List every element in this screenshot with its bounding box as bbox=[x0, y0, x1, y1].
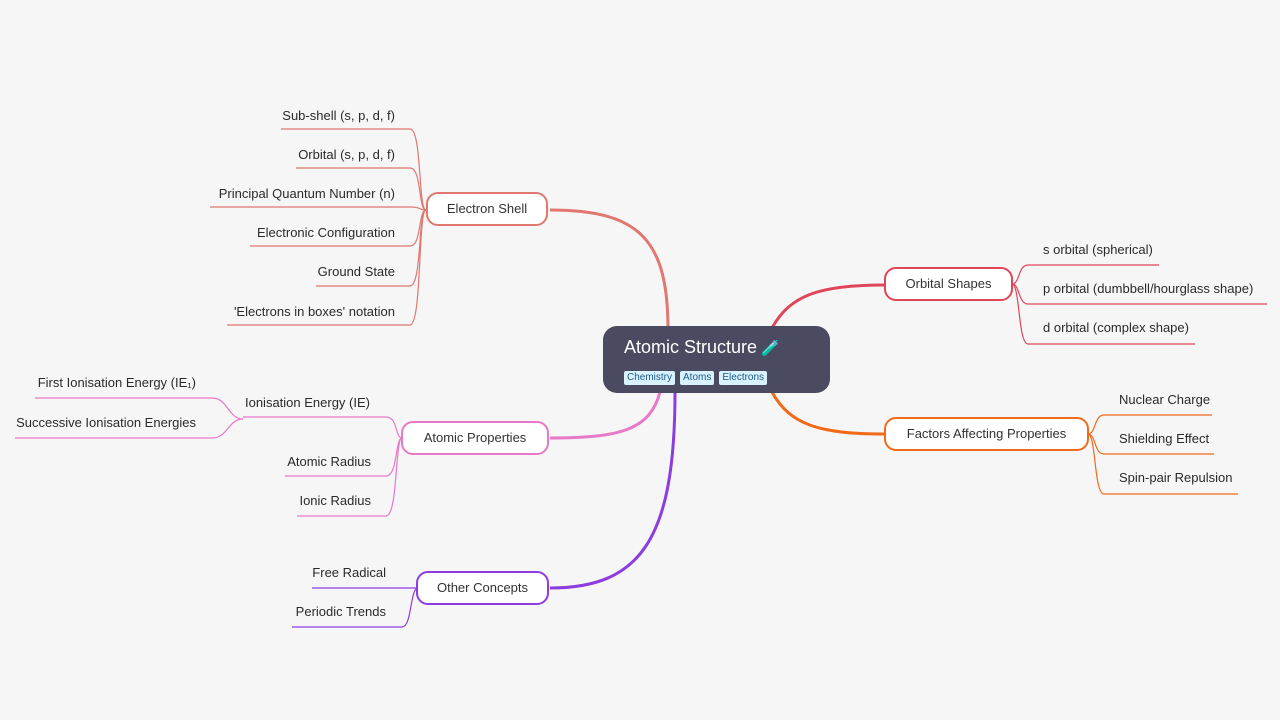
connector-electron-shell-leaf bbox=[281, 128, 427, 211]
leaf-s-orbital[interactable]: s orbital (spherical) bbox=[1043, 242, 1153, 257]
tag-chemistry[interactable]: Chemistry bbox=[624, 371, 676, 385]
leaf-sub-shell[interactable]: Sub-shell (s, p, d, f) bbox=[282, 108, 395, 123]
connector-factors-leaf bbox=[1087, 433, 1214, 455]
connector-orbital-shapes-leaf bbox=[1011, 264, 1159, 285]
leaf-nuclear-charge[interactable]: Nuclear Charge bbox=[1119, 392, 1211, 407]
connector-factors-leaf bbox=[1087, 414, 1212, 435]
tag-atoms[interactable]: Atoms bbox=[680, 371, 715, 385]
leaf-shielding-effect[interactable]: Shielding Effect bbox=[1119, 431, 1210, 446]
connector-orbital-shapes-leaf bbox=[1011, 283, 1195, 345]
connector-electron-shell-leaf bbox=[227, 209, 427, 326]
connector-orbital-shapes-leaf bbox=[1011, 283, 1267, 305]
root-topic-node[interactable]: Atomic Structure🧪 Chemistry Atoms Electron… bbox=[603, 326, 830, 393]
connector-atomic-properties-leaf bbox=[243, 416, 403, 439]
leaf-ionisation-energy[interactable]: Ionisation Energy (IE) bbox=[244, 395, 370, 410]
root-topic-label: Atomic Structure bbox=[624, 337, 758, 357]
leaf-orbital[interactable]: Orbital (s, p, d, f) bbox=[298, 147, 395, 162]
branch-factors-affecting-properties[interactable]: Factors Affecting Properties bbox=[884, 417, 1089, 451]
connector-electron-shell bbox=[549, 208, 670, 331]
connector-atomic-properties bbox=[549, 391, 662, 440]
leaf-first-ionisation-energy[interactable]: First Ionisation Energy (IE₁) bbox=[37, 375, 196, 390]
leaf-spin-pair-repulsion[interactable]: Spin-pair Repulsion bbox=[1119, 470, 1233, 485]
connector-factors-leaf bbox=[1087, 433, 1238, 495]
connector-other-concepts-leaf bbox=[292, 587, 419, 628]
connector-orbital-shapes bbox=[770, 283, 885, 329]
leaf-p-orbital[interactable]: p orbital (dumbbell/hourglass shape) bbox=[1043, 281, 1254, 296]
connector-factors-affecting-properties bbox=[770, 391, 885, 436]
leaf-free-radical[interactable]: Free Radical bbox=[312, 565, 386, 580]
leaf-successive-ionisation-energies[interactable]: Successive Ionisation Energies bbox=[16, 415, 196, 430]
connector-atomic-properties-leaf bbox=[297, 437, 403, 517]
tag-electrons[interactable]: Electrons bbox=[719, 371, 768, 385]
connector-electron-shell-leaf bbox=[296, 167, 427, 211]
leaf-electronic-configuration[interactable]: Electronic Configuration bbox=[256, 225, 395, 240]
leaf-principal-quantum-number[interactable]: Principal Quantum Number (n) bbox=[218, 186, 395, 201]
branch-atomic-properties[interactable]: Atomic Properties bbox=[401, 421, 549, 455]
connector-other-concepts bbox=[549, 391, 677, 590]
leaf-ionic-radius[interactable]: Ionic Radius bbox=[299, 493, 371, 508]
leaf-d-orbital[interactable]: d orbital (complex shape) bbox=[1043, 320, 1189, 335]
leaf-atomic-radius[interactable]: Atomic Radius bbox=[287, 454, 371, 469]
branch-other-concepts[interactable]: Other Concepts bbox=[416, 571, 549, 605]
topic-tags: Chemistry Atoms Electrons bbox=[624, 367, 830, 385]
connector-ionisation-energy-sub-leaf bbox=[15, 418, 244, 439]
leaf-periodic-trends[interactable]: Periodic Trends bbox=[295, 604, 386, 619]
leaf-ground-state[interactable]: Ground State bbox=[317, 264, 395, 279]
branch-orbital-shapes[interactable]: Orbital Shapes bbox=[884, 267, 1013, 301]
test-tube-icon: 🧪 bbox=[761, 340, 780, 357]
root-topic-title: Atomic Structure🧪 bbox=[624, 336, 830, 360]
connector-ionisation-energy-sub-leaf bbox=[35, 397, 244, 420]
connector-electron-shell-leaf bbox=[210, 206, 427, 211]
leaf-electrons-in-boxes[interactable]: 'Electrons in boxes' notation bbox=[233, 304, 395, 319]
branch-electron-shell[interactable]: Electron Shell bbox=[426, 192, 548, 226]
